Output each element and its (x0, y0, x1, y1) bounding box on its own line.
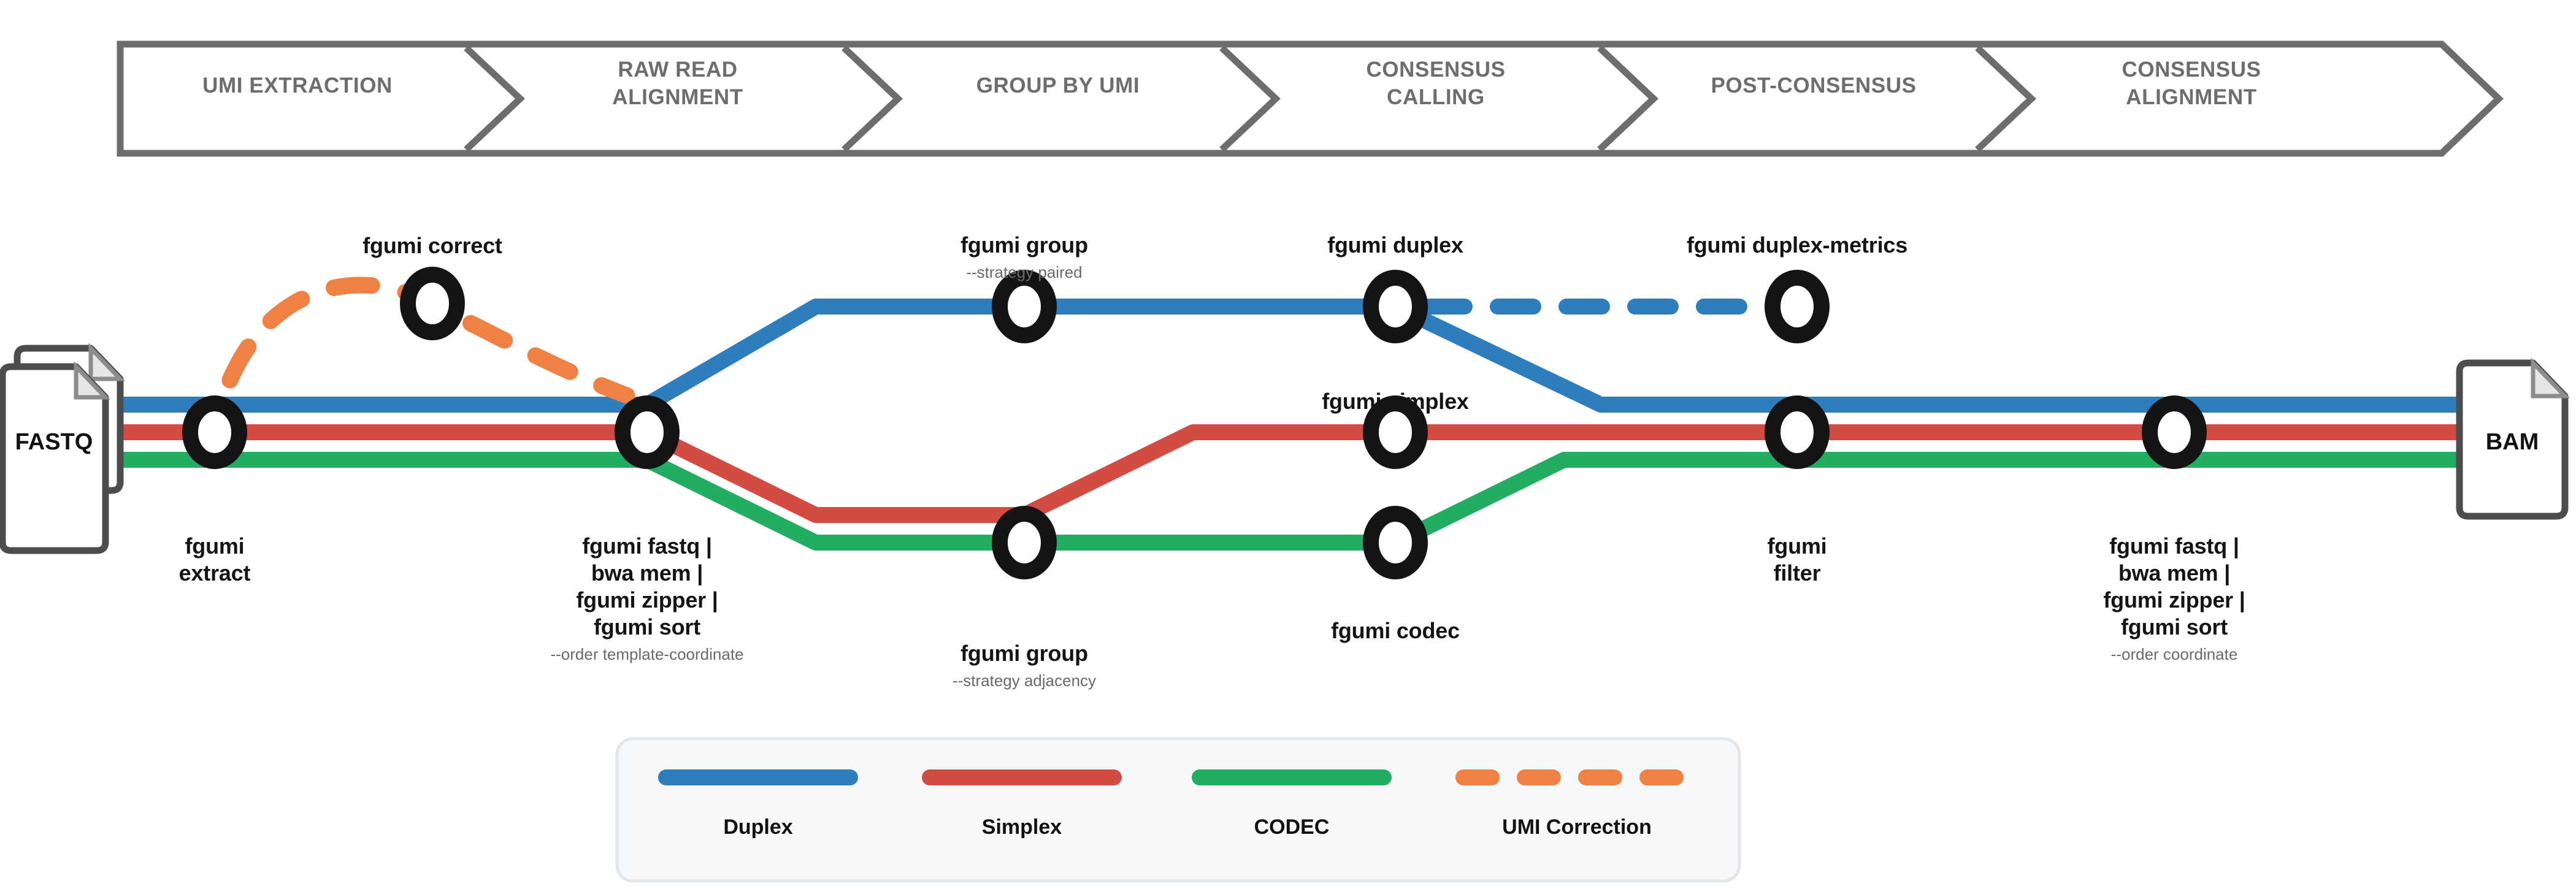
bam-label: BAM (2485, 429, 2539, 455)
node-duplex[interactable] (1363, 270, 1428, 343)
stage-label-group-by-umi: GROUP BY UMI (976, 74, 1140, 97)
label-group-adjacency: fgumi group --strategy adjacency (871, 613, 1178, 717)
stage-label-consensus-calling: CONSENSUS CALLING (1366, 58, 1506, 109)
label-duplex: fgumi duplex (1242, 205, 1549, 259)
node-codec[interactable] (1363, 506, 1428, 579)
label-fastq-pipe: fgumi fastq | bwa mem | fgumi zipper | f… (500, 506, 794, 691)
node-group-adjacency[interactable] (992, 506, 1057, 579)
label-align-pipe-text: fgumi fastq | bwa mem | fgumi zipper | f… (2103, 533, 2245, 639)
label-filter: fgumi filter (1681, 506, 1914, 587)
label-fastq-pipe-sub: --order template-coordinate (550, 644, 744, 663)
label-duplex-metrics: fgumi duplex-metrics (1601, 205, 1993, 259)
label-duplex-text: fgumi duplex (1327, 232, 1463, 258)
legend-label-simplex: Simplex (981, 815, 1062, 839)
label-simplex-text: fgumi simplex (1322, 388, 1469, 414)
label-correct: fgumi correct (279, 205, 586, 259)
track-duplex (120, 299, 2459, 413)
stage-label-consensus-alignment: CONSENSUS ALIGNMENT (2122, 58, 2261, 109)
label-align-pipe-sub: --order coordinate (2110, 644, 2238, 663)
fastq-label: FASTQ (15, 429, 93, 455)
legend-label-codec: CODEC (1254, 815, 1330, 839)
node-simplex[interactable] (1363, 395, 1428, 469)
label-fastq-pipe-text: fgumi fastq | bwa mem | fgumi zipper | f… (576, 533, 718, 639)
label-group-paired: fgumi group --strategy paired (871, 205, 1178, 309)
node-group-paired[interactable] (992, 270, 1057, 343)
label-group-paired-sub: --strategy paired (966, 262, 1083, 281)
label-group-adjacency-sub: --strategy adjacency (952, 671, 1097, 690)
node-align-pipe[interactable] (2142, 395, 2207, 469)
legend-label-duplex: Duplex (723, 815, 793, 839)
label-align-pipe: fgumi fastq | bwa mem | fgumi zipper | f… (2027, 506, 2321, 691)
label-extract-text: fgumi extract (178, 533, 251, 586)
node-extract[interactable] (182, 395, 247, 469)
legend-panel (615, 737, 1741, 883)
label-duplex-metrics-text: fgumi duplex-metrics (1686, 232, 1908, 258)
fastq-file-icon (0, 343, 126, 554)
label-group-adjacency-text: fgumi group (960, 640, 1088, 666)
label-simplex: fgumi simplex (1242, 361, 1549, 415)
stage-label-raw-read-alignment: RAW READ ALIGNMENT (612, 58, 743, 109)
stage-label-post-consensus: POST-CONSENSUS (1711, 74, 1917, 97)
label-codec: fgumi codec (1242, 590, 1549, 644)
node-fastq-pipe[interactable] (615, 395, 680, 469)
label-group-paired-text: fgumi group (960, 232, 1088, 258)
label-correct-text: fgumi correct (362, 232, 502, 258)
node-filter[interactable] (1765, 395, 1830, 469)
label-extract: fgumi extract (98, 506, 331, 587)
legend-label-umi-correction: UMI Correction (1502, 815, 1652, 839)
node-duplex-metrics[interactable] (1765, 270, 1830, 343)
bam-file-icon (2456, 357, 2570, 520)
track-codec (120, 452, 2459, 551)
stage-label-umi-extraction: UMI EXTRACTION (202, 74, 393, 97)
label-filter-text: fgumi filter (1767, 533, 1827, 586)
label-codec-text: fgumi codec (1331, 617, 1460, 643)
node-correct[interactable] (400, 267, 465, 340)
